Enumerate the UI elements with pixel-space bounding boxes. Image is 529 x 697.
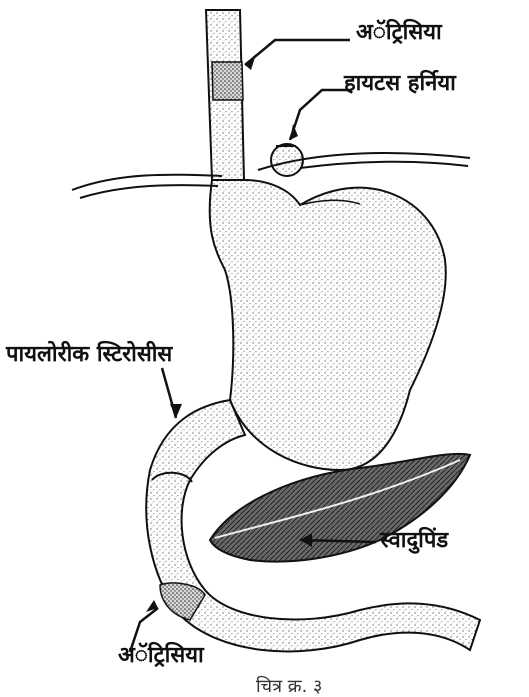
stomach bbox=[210, 180, 446, 470]
label-atresia-bottom: अॅट्रिसिया bbox=[118, 645, 204, 667]
label-pancreas: स्वादुपिंड bbox=[380, 530, 448, 552]
label-atresia-top: अॅट्रिसिया bbox=[356, 22, 442, 44]
figure-caption: चित्र क्र. ३ bbox=[256, 678, 322, 696]
label-hiatus-hernia: हायटस हर्निया bbox=[344, 73, 456, 95]
esophagus bbox=[206, 10, 244, 180]
label-pyloric-stenosis: पायलोरीक स्टिरोसीस bbox=[6, 344, 172, 366]
hiatus-hernia-bulb bbox=[271, 144, 303, 176]
